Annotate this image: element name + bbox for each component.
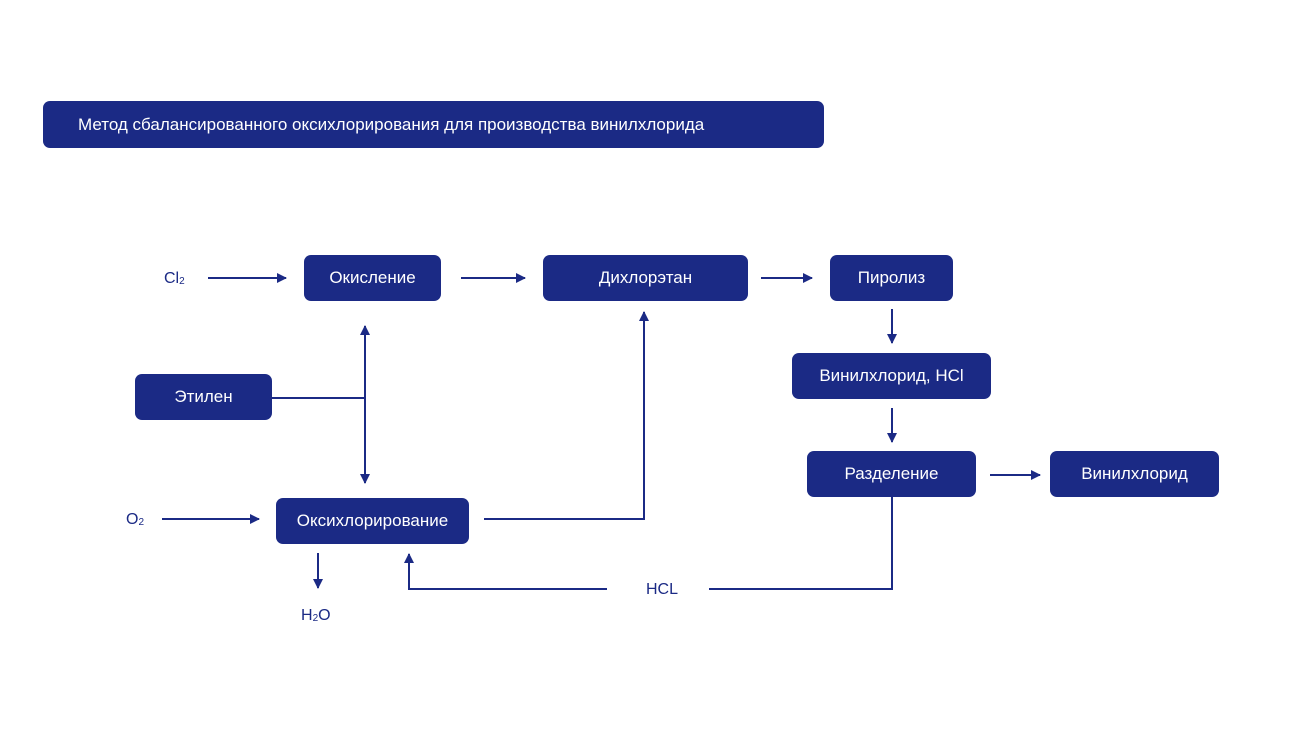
node-pyrolysis: Пиролиз bbox=[830, 255, 953, 301]
node-ethylene: Этилен bbox=[135, 374, 272, 420]
arrow-oxychlorination-to-dichloroethane bbox=[484, 311, 649, 520]
label-h2o: H2O bbox=[301, 607, 331, 624]
node-vc-hcl: Винилхлорид, HCl bbox=[792, 353, 991, 399]
line-separation-to-hcl bbox=[709, 497, 893, 590]
node-oxychlorination: Оксихлорирование bbox=[276, 498, 469, 544]
label-hcl: HCL bbox=[646, 581, 679, 598]
arrow-hcl-to-oxychlorination bbox=[404, 553, 607, 590]
node-oxidation: Окисление bbox=[304, 255, 441, 301]
diagram-title: Метод сбалансированного оксихлорирования… bbox=[43, 101, 824, 148]
label-o2: O2 bbox=[126, 511, 145, 528]
node-dichloroethane: Дихлорэтан bbox=[543, 255, 748, 301]
label-cl2: Cl2 bbox=[164, 270, 185, 287]
node-vinyl-chloride: Винилхлорид bbox=[1050, 451, 1219, 497]
node-separation: Разделение bbox=[807, 451, 976, 497]
